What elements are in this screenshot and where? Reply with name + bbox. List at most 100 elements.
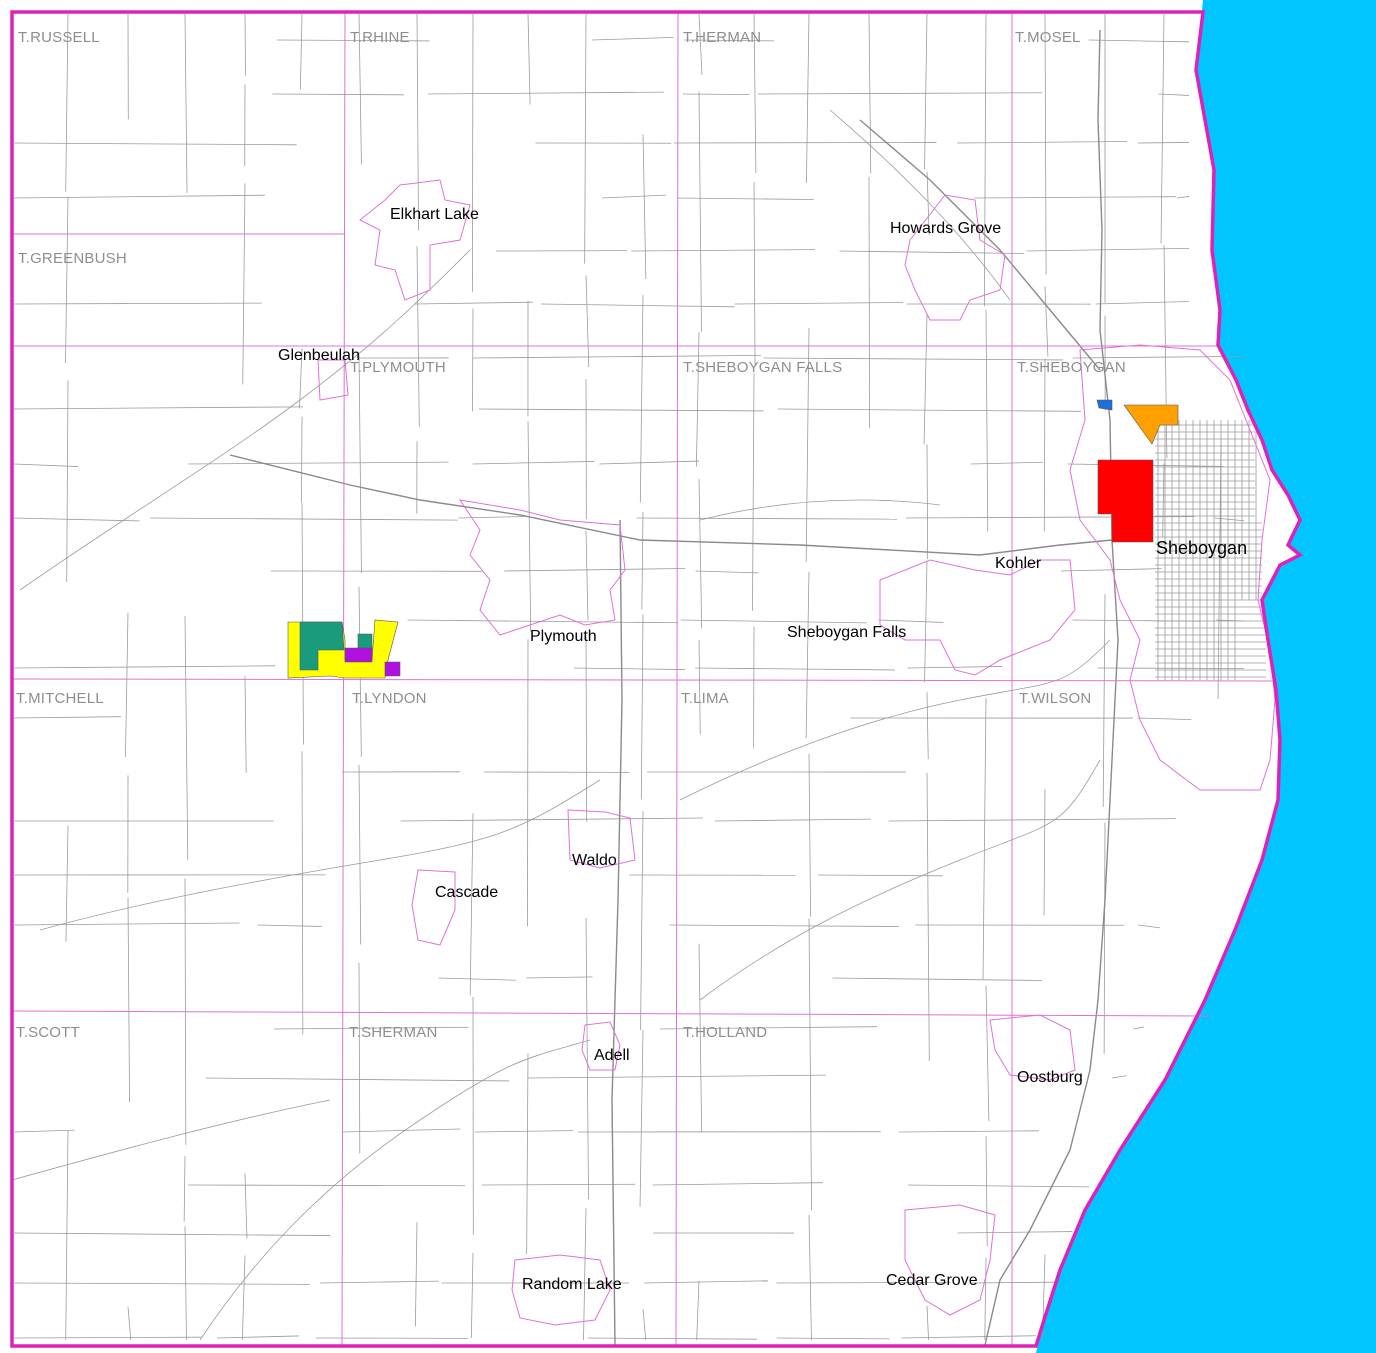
road-segment [257,924,322,927]
road-segment [407,619,679,624]
place-label-waldo[interactable]: Waldo [572,852,617,869]
place-label-kohler[interactable]: Kohler [995,555,1042,572]
road-segment [13,1232,331,1236]
road-segment [763,357,1064,361]
parcel-blue[interactable] [1096,399,1113,411]
road-segment [414,1222,418,1327]
road-segment [1158,93,1190,96]
road-segment [684,39,774,42]
road-segment [13,302,262,305]
road-segment [698,479,703,629]
road-segment [984,1257,987,1341]
road-segment [541,303,735,308]
road-segment [1088,39,1190,43]
road-curve [829,109,1011,301]
road-segment [1214,517,1245,522]
town-label-wilson: T.WILSON [1019,690,1091,707]
road-segment [438,977,516,981]
parcel-purple-small[interactable] [384,661,401,677]
place-label-plymouth[interactable]: Plymouth [530,628,597,645]
road-segment [585,635,588,822]
road-segment [776,1337,890,1340]
road-segment [926,171,930,235]
road-segment [888,818,1176,822]
road-segment [878,619,944,623]
road-segment [458,516,527,519]
road-segment [527,421,532,632]
town-label-mosel: T.MOSEL [1015,29,1081,46]
road-segment [659,1026,878,1030]
road-segment [808,918,812,1211]
road-segment [527,639,529,927]
road-segment [808,1214,812,1341]
road-segment [526,976,593,979]
road-segment [695,332,700,467]
town-lines [11,11,1279,1346]
lake-michigan [1036,0,1376,1353]
road-segment [636,517,897,520]
road-segment [587,1337,758,1340]
place-label-elkhart-lake[interactable]: Elkhart Lake [390,206,479,223]
road-segment [65,1130,69,1341]
place-label-cascade[interactable]: Cascade [435,884,498,901]
road-segment [1061,568,1162,572]
road-segment [184,13,188,193]
parcel-orange[interactable] [1123,404,1179,445]
place-label-howards-grove[interactable]: Howards Grove [890,220,1001,237]
parcel-teal-small[interactable] [357,633,373,649]
town-label-herman: T.HERMAN [683,29,761,46]
road-segment [301,751,304,1035]
road-segment [244,13,246,76]
road-segment [13,1282,310,1285]
place-label-sheboygan-falls[interactable]: Sheboygan Falls [787,624,906,641]
road-segment [714,818,871,822]
parcel-red[interactable] [1097,459,1154,543]
road-segment [1044,13,1047,275]
road-segment [470,1252,474,1338]
road-segment [640,811,644,1030]
road-segment [573,667,686,670]
parcel-teal[interactable] [299,621,345,671]
road-segment [652,1182,823,1186]
road-segment [184,1226,187,1341]
place-label-sheboygan[interactable]: Sheboygan [1156,538,1247,558]
road-segment [125,612,129,758]
road-segment [358,354,362,574]
road-segment [13,665,276,669]
road-segment [13,142,297,146]
road-segment [777,408,1081,412]
highlighted-parcels[interactable] [287,399,1179,679]
road-segment [13,922,240,926]
road-segment [631,249,815,252]
road-segment [901,1335,1036,1339]
place-label-random-lake[interactable]: Random Lake [522,1276,622,1293]
road-segment [65,825,69,942]
road-segment [272,93,404,96]
road-segment [753,182,756,367]
road-segment [66,380,69,582]
highways [229,29,1119,1346]
road-segment [806,13,810,183]
road-segment [358,13,362,165]
place-label-adell[interactable]: Adell [594,1047,630,1064]
highway-57 [611,519,623,1346]
road-segment [585,917,589,1200]
town-label-lyndon: T.LYNDON [352,690,427,707]
town-label-sherman: T.SHERMAN [349,1024,437,1041]
town-label-holland: T.HOLLAND [683,1024,767,1041]
road-segment [805,571,810,739]
parcel-purple[interactable] [344,647,373,663]
road-segment [734,302,904,305]
road-segment [642,1309,647,1341]
road-curve [679,639,1111,801]
place-label-cedar-grove[interactable]: Cedar Grove [886,1272,978,1289]
place-label-glenbeulah[interactable]: Glenbeulah [278,347,360,364]
road-segment [1044,286,1049,357]
road-segment [127,897,130,1103]
place-label-oostburg[interactable]: Oostburg [1017,1069,1083,1086]
county-border [10,10,1304,1348]
place-labels: Elkhart Lake Howards Grove Glenbeulah Sh… [278,206,1247,1293]
road-segment [923,313,928,445]
road-segment [591,37,674,41]
